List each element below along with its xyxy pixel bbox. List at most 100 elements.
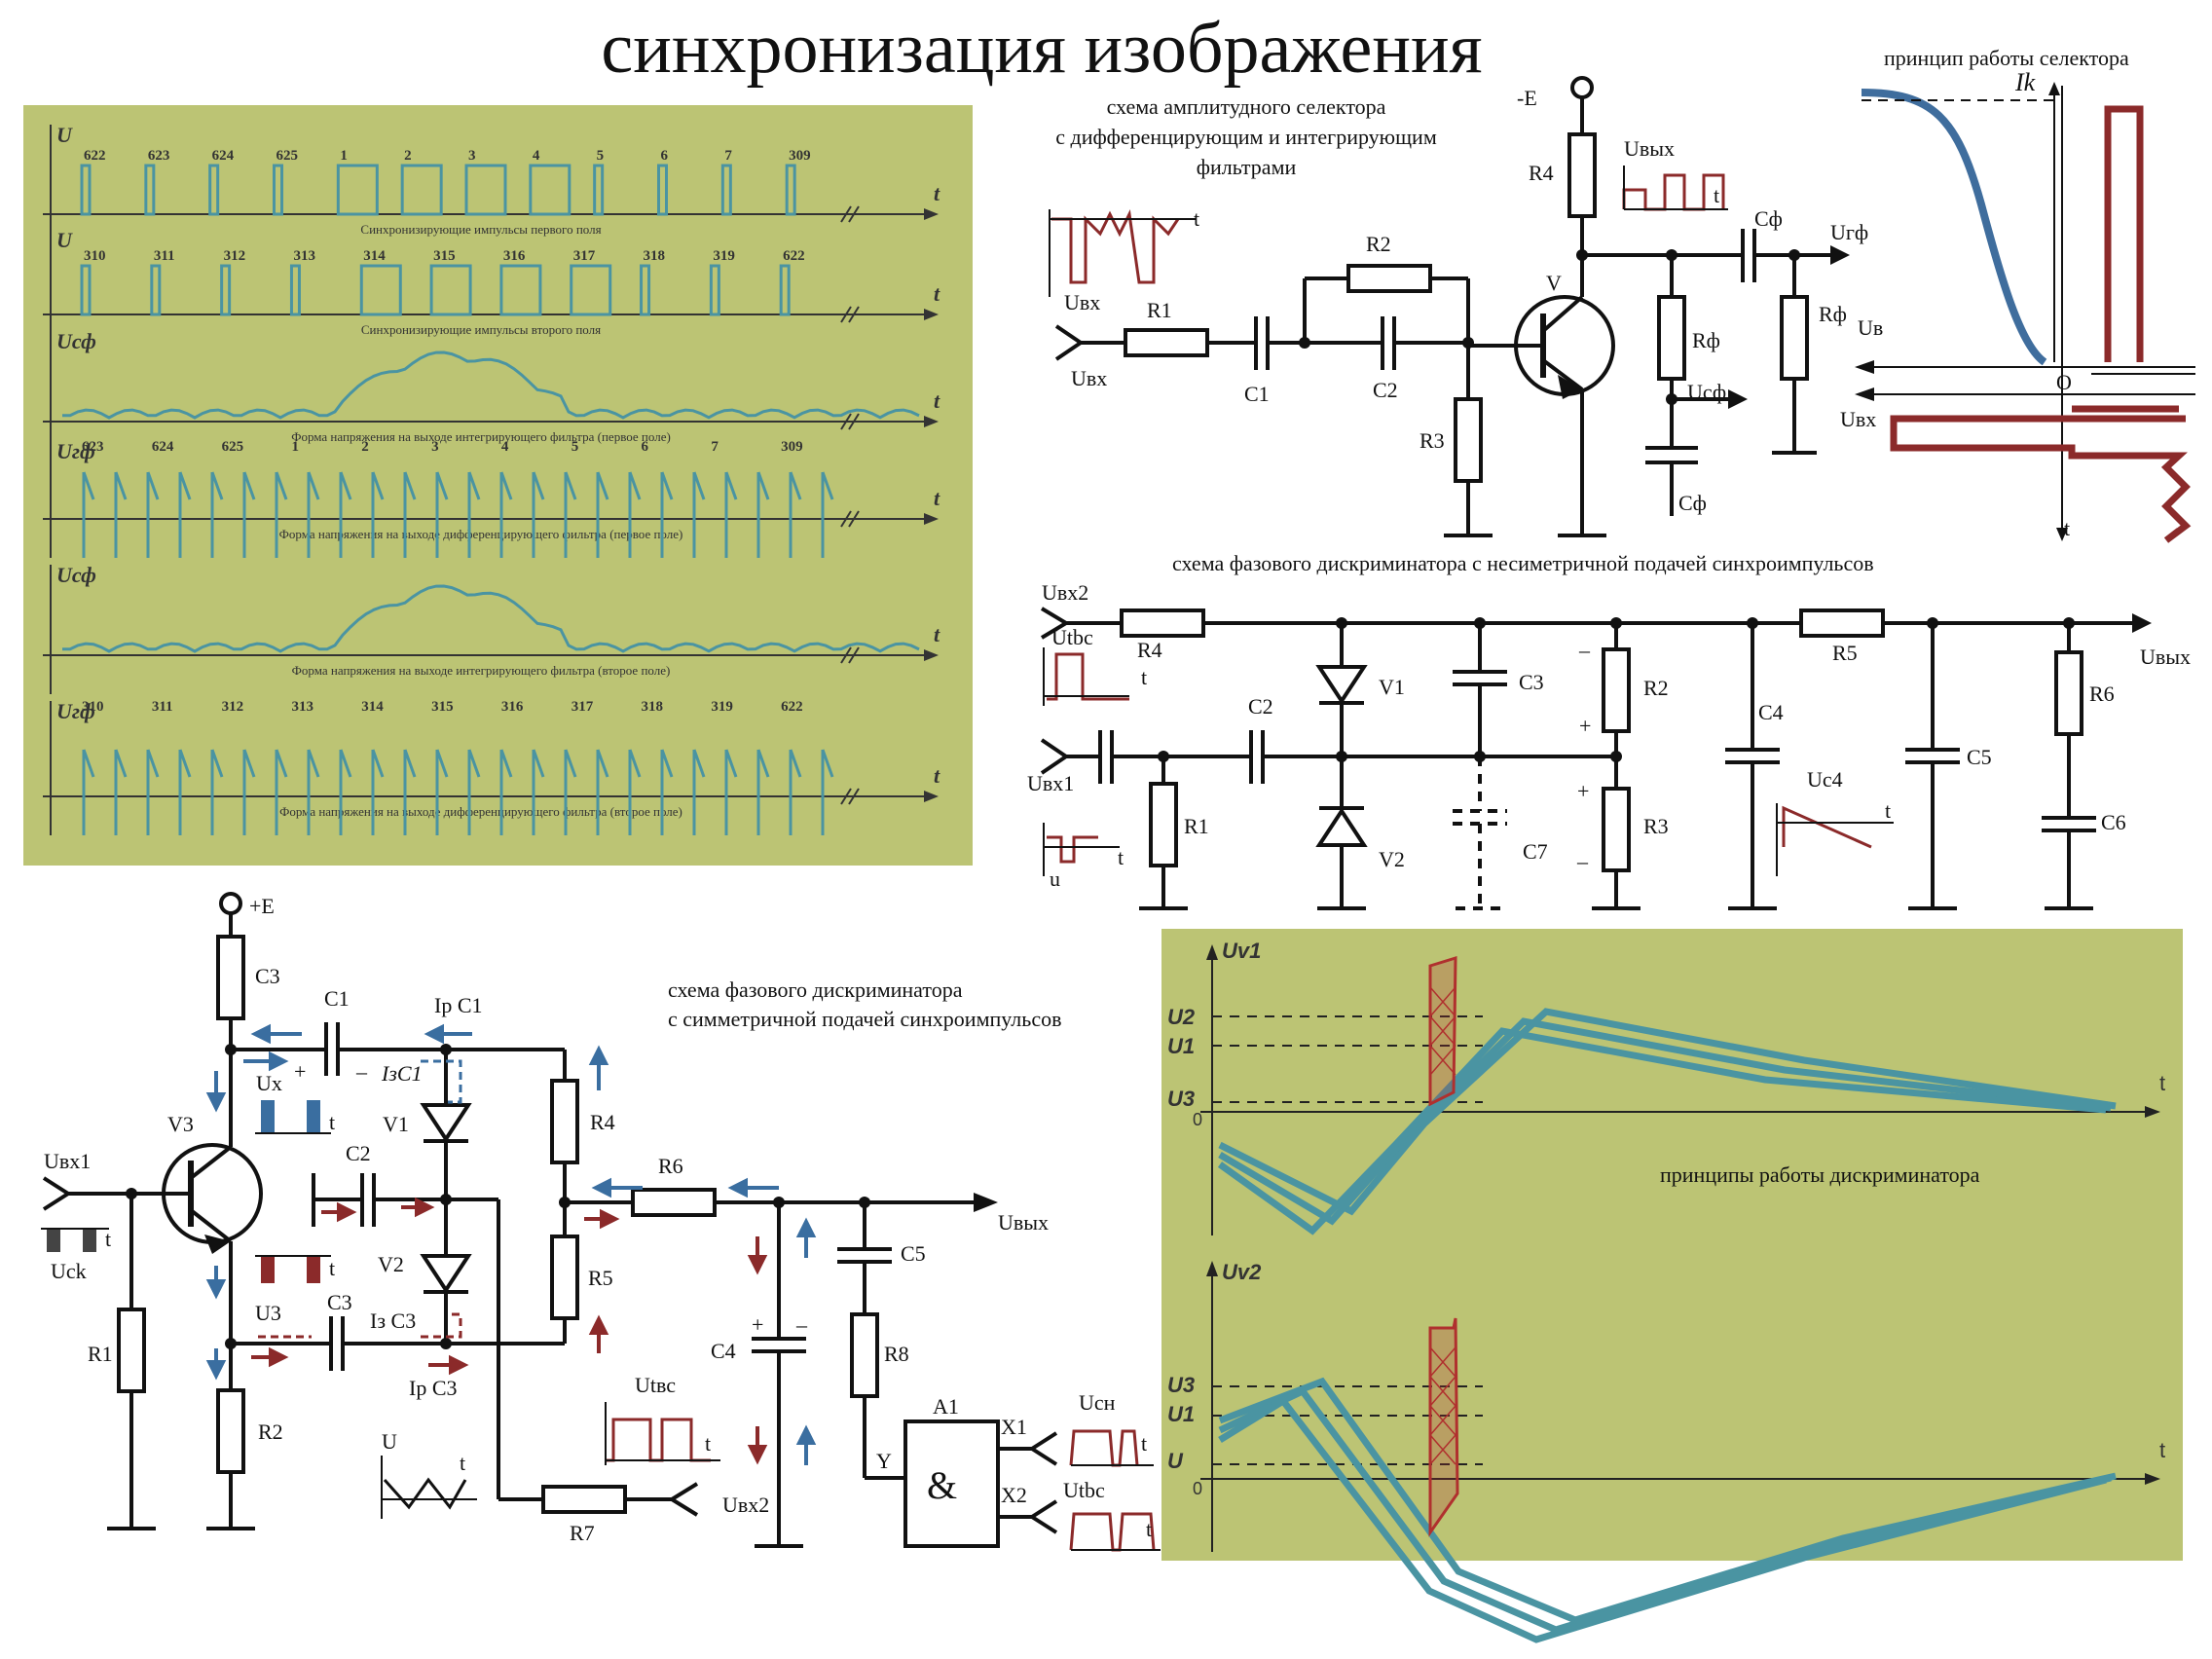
row-time-label: t <box>934 181 940 205</box>
label-origin: O <box>2056 370 2072 394</box>
row-caption: Форма напряжения на выходе дифференцирую… <box>279 527 683 541</box>
differentiated-spike-tail <box>178 749 192 778</box>
label-uin1: Uвх1 <box>44 1149 92 1173</box>
label-c5: C5 <box>901 1241 926 1266</box>
label-r1: R1 <box>1184 814 1209 838</box>
label-utbc: Utbc <box>1051 625 1093 649</box>
tick-u1: U1 <box>1167 1034 1196 1058</box>
differentiated-spike-tail <box>499 471 513 500</box>
differentiated-spike-tail <box>371 749 385 778</box>
pulse-label: 625 <box>276 148 299 164</box>
differentiated-spike-tail <box>789 749 802 778</box>
label-r6: R6 <box>658 1154 683 1178</box>
differentiated-spike-tail <box>724 471 738 500</box>
pulse-label: 7 <box>711 439 719 455</box>
differentiated-spike-tail <box>692 749 706 778</box>
differentiated-spike-tail <box>114 471 128 500</box>
pulse-label: 7 <box>724 148 732 164</box>
label-r2: R2 <box>258 1419 283 1444</box>
label-uout: Uвых <box>1624 136 1676 161</box>
differentiated-spike-tail <box>339 471 352 500</box>
sync-pulse <box>779 264 791 316</box>
pulse-label: 312 <box>224 248 246 264</box>
differentiated-spike-tail <box>532 749 545 778</box>
selector-principle-caption: принцип работы селектора <box>1884 46 2129 70</box>
axis-break <box>848 646 860 664</box>
pulse-label: 6 <box>661 148 669 164</box>
label-r4: R4 <box>1529 161 1554 185</box>
pulse-label: 625 <box>222 439 244 455</box>
pulse-label: 316 <box>503 248 526 264</box>
label-a1: A1 <box>933 1394 959 1419</box>
label-c6: C6 <box>2101 810 2126 834</box>
row-axis-label: U <box>56 228 73 252</box>
pulse-label: 5 <box>597 148 605 164</box>
axis-arrow <box>924 416 939 427</box>
row-axis-label: Uсф <box>56 329 96 353</box>
label-utbc: Utвс <box>635 1373 677 1397</box>
label-u: u <box>1050 866 1060 891</box>
row-caption: Форма напряжения на выходе дифференцирую… <box>279 804 682 819</box>
label-ucn: Uсн <box>1079 1390 1116 1415</box>
differentiated-spike-tail <box>435 749 449 778</box>
row-time-label: t <box>934 281 940 306</box>
label-x2: X2 <box>1001 1483 1027 1507</box>
sync-pulse <box>709 264 720 316</box>
axis-break <box>848 306 860 323</box>
label-uin: Uвх <box>1064 290 1101 314</box>
sync-pulse <box>289 264 301 316</box>
sync-pulse <box>429 264 472 316</box>
label-supply: -E <box>1517 86 1537 110</box>
pulse-label: 309 <box>789 148 811 164</box>
label-c2: C2 <box>346 1141 371 1165</box>
label-uin-input: Uвх <box>1071 366 1108 390</box>
differentiated-spike-tail <box>242 471 256 500</box>
pulse-label: 4 <box>533 148 540 164</box>
differentiated-spike-tail <box>275 471 288 500</box>
differentiated-spike-tail <box>724 749 738 778</box>
label-ux: Uх <box>256 1071 282 1095</box>
pulse-label: 319 <box>711 699 733 715</box>
label-urf: Uгф <box>1830 220 1869 244</box>
differentiated-spike-tail <box>789 471 802 500</box>
label-c1: C1 <box>1244 382 1270 406</box>
label-uout: Uвых <box>998 1210 1050 1235</box>
label-u: U <box>382 1429 397 1454</box>
differentiated-spike-tail <box>371 471 385 500</box>
axis-break <box>848 413 860 430</box>
axis-arrow <box>924 309 939 320</box>
label-minus: – <box>796 1312 807 1337</box>
row-caption: Синхронизирующие импульсы второго поля <box>361 322 601 337</box>
label-uin1: Uвх1 <box>1027 771 1075 795</box>
axis-break <box>848 788 860 805</box>
label-plus: + <box>294 1059 307 1084</box>
label-r3: R3 <box>1419 428 1445 453</box>
and-gate-symbol: & <box>927 1463 958 1507</box>
label-c3-bottom: C3 <box>327 1290 352 1314</box>
row-caption: Форма напряжения на выходе интегрирующег… <box>291 429 671 444</box>
label-minus: – <box>1579 638 1590 662</box>
differentiated-spike-tail <box>628 471 642 500</box>
pulse-label: 624 <box>212 148 235 164</box>
label-cf-bottom: Сф <box>1678 491 1707 515</box>
label-t: t <box>705 1431 712 1456</box>
pulse-label: 312 <box>222 699 244 715</box>
differentiated-spike-tail <box>82 471 95 500</box>
row-caption: Синхронизирующие импульсы первого поля <box>360 222 601 237</box>
label-r5: R5 <box>588 1266 613 1290</box>
discriminator-principle-caption: принципы работы дискриминатора <box>1660 1162 1980 1187</box>
label-c2: C2 <box>1373 378 1398 402</box>
differentiated-spike-tail <box>660 471 674 500</box>
label-utbc2: Utbc <box>1063 1478 1105 1502</box>
label-rf: Rф <box>1692 328 1720 352</box>
label-uin: Uвх <box>1840 407 1877 431</box>
differentiated-spike-tail <box>628 749 642 778</box>
pulse-label: 6 <box>642 439 649 455</box>
row-axis-label: U <box>56 123 73 147</box>
label-uin2: Uвх2 <box>1042 580 1089 605</box>
pulse-label: 318 <box>642 699 664 715</box>
pulse-label: 317 <box>571 699 594 715</box>
label-supply: +E <box>249 894 275 918</box>
